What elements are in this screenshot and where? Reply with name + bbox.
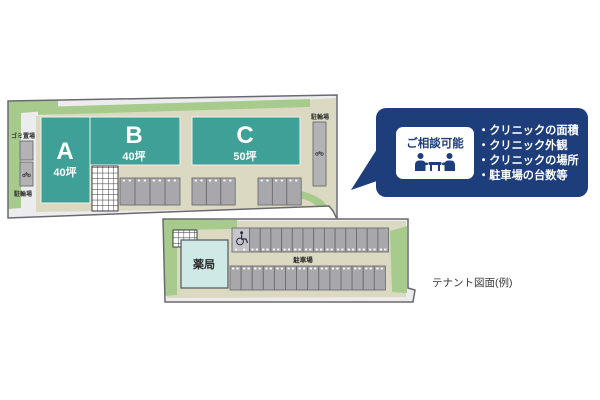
callout-item: ・クリニックの面積	[478, 123, 580, 137]
accessible-parking-stall	[231, 227, 250, 253]
callout-tail	[351, 149, 377, 190]
parking-stall	[291, 227, 304, 253]
building-b-label: B	[125, 122, 142, 149]
parking-stall	[251, 265, 264, 291]
bicycle-icon	[315, 150, 324, 156]
parking-stall	[318, 265, 331, 291]
parking-stall	[281, 227, 293, 253]
parking-stall	[240, 265, 253, 291]
parking-stall	[329, 265, 342, 291]
parking-stall	[229, 265, 242, 291]
parking-stall	[356, 227, 368, 253]
parking-stall-row	[229, 265, 386, 291]
parking-stall-row	[119, 177, 181, 206]
parking-stall	[119, 177, 136, 206]
garbage-area-label: ゴミ置場	[11, 132, 35, 140]
upper-hatched-area	[91, 165, 119, 212]
upper-green-strip-top	[38, 99, 310, 115]
pharmacy-building	[180, 239, 229, 289]
callout-item: ・クリニックの場所	[478, 153, 579, 167]
parking-stall	[307, 265, 320, 291]
car-parking-label: 駐車場	[293, 255, 313, 264]
lower-green-strip-left	[163, 219, 237, 296]
upper-parking-stalls	[119, 177, 302, 206]
wheelchair-icon	[236, 231, 249, 246]
parking-stall	[271, 177, 288, 206]
bicycle-icon	[22, 171, 31, 178]
lower-green-strip-right	[390, 226, 407, 293]
parking-stall	[286, 177, 302, 206]
lower-plot	[163, 219, 415, 302]
parking-stall	[334, 227, 347, 253]
callout-item: ・クリニック外観	[478, 138, 568, 152]
lower-parking-stalls	[229, 227, 390, 291]
bicycle-parking-label-right: 駐輪場	[311, 113, 329, 121]
parking-stall	[345, 227, 357, 253]
parking-stall	[262, 265, 275, 291]
parking-stall	[257, 177, 273, 206]
parking-stall	[134, 177, 151, 206]
building-c	[191, 116, 301, 166]
building-a	[40, 116, 91, 204]
parking-stall	[373, 265, 386, 291]
parking-stall	[273, 265, 286, 291]
parking-stall	[377, 227, 390, 253]
parking-stall	[366, 227, 379, 253]
parking-stall	[220, 177, 236, 206]
parking-stall	[270, 227, 283, 253]
building-c-label: C	[236, 122, 253, 149]
parking-stall	[296, 265, 309, 291]
parking-stall	[351, 265, 364, 291]
callout-item: ・駐車場の台数等	[478, 168, 568, 182]
building-a-area: 40坪	[53, 166, 76, 179]
parking-stall	[164, 177, 181, 206]
lower-plot-outline	[162, 218, 416, 303]
parking-stall-row	[249, 227, 390, 253]
parking-stall	[313, 227, 325, 253]
building-b-area: 40坪	[122, 150, 145, 163]
upper-plot-outline	[7, 94, 338, 220]
garbage-storage-box	[19, 140, 34, 161]
parking-stall	[205, 177, 222, 206]
upper-plot	[8, 95, 337, 219]
parking-stall	[362, 265, 375, 291]
consultation-callout: ご相談可能 ・クリニックの面積 ・クリニック外観 ・クリニックの場所 ・駐車場の…	[351, 108, 588, 197]
parking-stall-row	[257, 177, 302, 206]
parking-stall	[249, 227, 261, 253]
figure-caption: テナント図面(例)	[432, 276, 513, 289]
parking-stall	[302, 227, 315, 253]
parking-stall	[149, 177, 166, 206]
parking-stall-row	[191, 177, 236, 206]
parking-stall	[340, 265, 353, 291]
parking-stall	[259, 227, 272, 253]
building-b	[89, 116, 181, 166]
callout-badge-label: ご相談可能	[406, 136, 464, 150]
callout-badge	[396, 127, 474, 179]
meeting-icon	[415, 153, 455, 171]
pharmacy-label: 薬局	[193, 257, 215, 271]
parking-stall	[191, 177, 207, 206]
building-c-area: 50坪	[233, 150, 256, 163]
parking-stall	[323, 227, 336, 253]
bicycle-parking-label-left: 駐輪場	[14, 190, 32, 198]
building-a-label: A	[56, 138, 73, 165]
parking-stall	[285, 265, 298, 291]
